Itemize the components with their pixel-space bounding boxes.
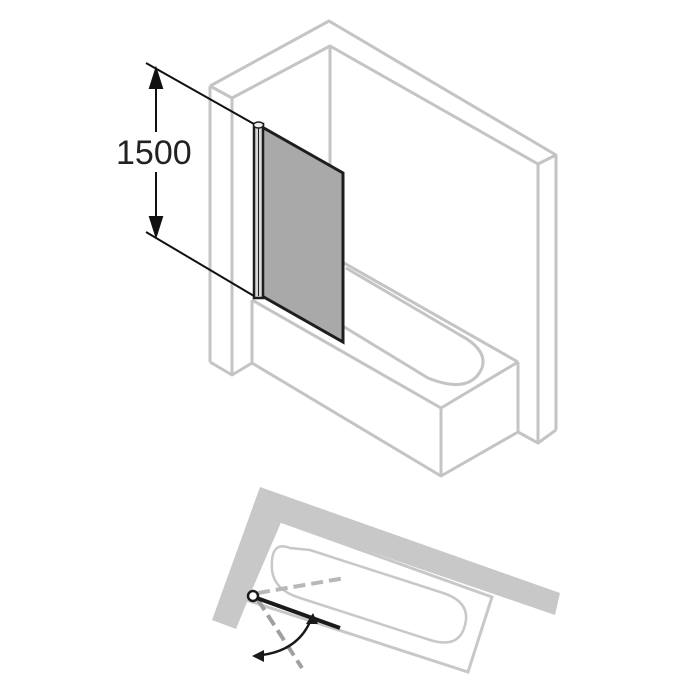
wall-top-outer [209,19,558,166]
right-wall-base [517,428,557,445]
plan-view [212,487,560,674]
hinge-cap [252,121,265,129]
hinge-pivot-icon [246,589,260,603]
closed-position-screen [253,595,341,630]
plan-tub-basin [270,545,468,644]
rotation-arc [261,616,314,657]
height-dimension [145,62,255,297]
rotation-arrow-tail-icon [252,650,264,662]
swing-position-dashed [256,598,304,670]
tub-front-top [251,298,519,410]
open-position-dashed [257,576,346,595]
glass-screen [252,121,345,345]
plan-tub-outline [243,519,494,674]
dimension-extension-bottom [145,231,255,297]
dimension-label: 1500 [116,134,192,172]
tub-front-bottom [251,361,519,478]
rotation-arrow-head-icon [306,613,318,624]
dimension-extension-top [145,62,255,125]
arrow-up-icon [148,65,164,89]
left-wall-front [209,84,234,375]
arrow-down-icon [148,216,164,240]
isometric-view [208,19,558,478]
plan-wall [212,487,560,629]
left-wall-base [209,360,253,377]
tub-back-rim [329,253,519,364]
